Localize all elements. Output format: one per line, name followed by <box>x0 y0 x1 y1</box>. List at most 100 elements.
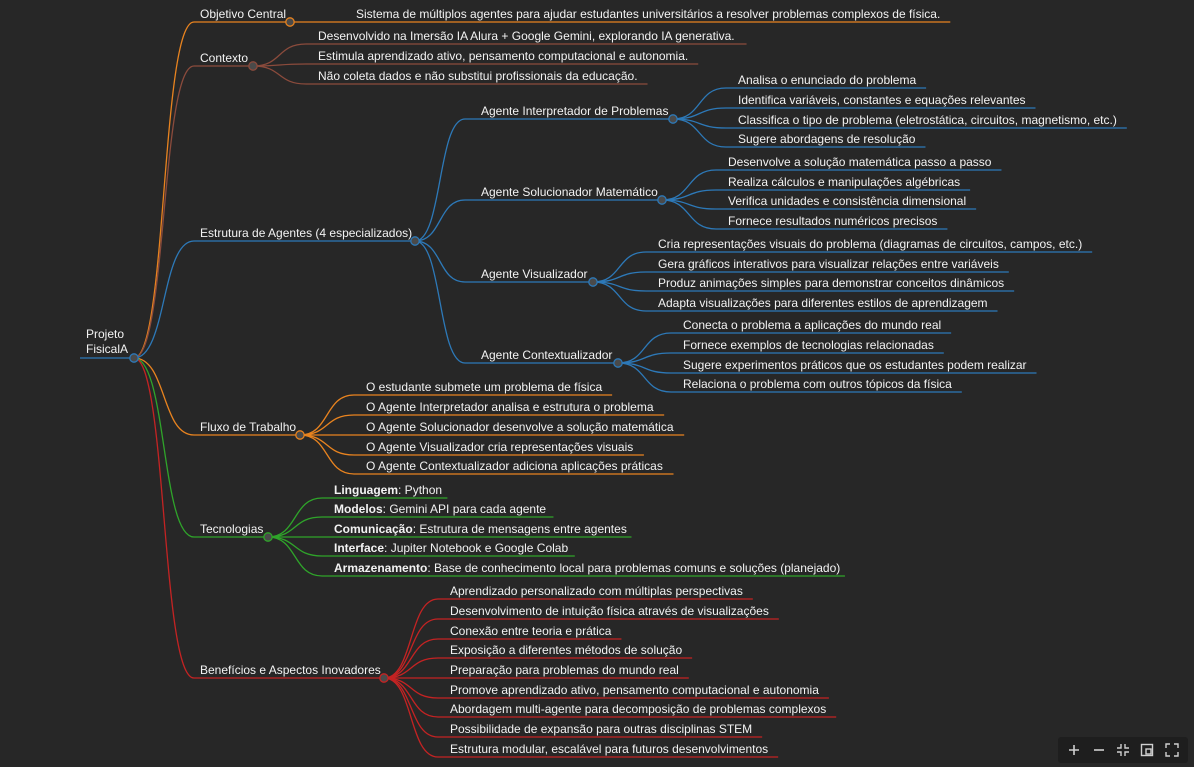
edge-root-objetivo <box>133 21 195 359</box>
agent-0-leaf-0[interactable]: Analisa o enunciado do problema <box>738 73 917 87</box>
branch-tecnologias-knob[interactable] <box>263 532 273 542</box>
tech-value: : Base de conhecimento local para proble… <box>427 561 841 575</box>
branch-contexto-leaf-2[interactable]: Não coleta dados e não substitui profiss… <box>318 69 638 83</box>
branch-contexto-label[interactable]: Contexto <box>200 51 249 65</box>
edge-agent-0-leaf-0 <box>672 87 727 120</box>
agent-0-leaf-2[interactable]: Classifica o tipo de problema (eletrostá… <box>738 113 1117 127</box>
branch-objetivo-knob[interactable] <box>285 17 295 27</box>
edge-agent-1-leaf-3 <box>661 199 717 230</box>
agent-0-label[interactable]: Agente Interpretador de Problemas <box>481 104 669 118</box>
agent-3-label[interactable]: Agente Contextualizador <box>481 348 613 362</box>
branch-objetivo-leaf-0[interactable]: Sistema de múltiplos agentes para ajudar… <box>356 7 941 21</box>
agent-1-knob[interactable] <box>657 195 667 205</box>
zoom-in-button[interactable] <box>1065 741 1083 759</box>
branch-contexto-knob[interactable] <box>248 61 258 71</box>
edge-root-beneficios <box>133 357 195 679</box>
edge-fluxo-leaf-3 <box>299 434 355 456</box>
branch-estrutura-label[interactable]: Estrutura de Agentes (4 especializados) <box>200 226 413 240</box>
agent-1-label[interactable]: Agente Solucionador Matemático <box>481 185 658 199</box>
branch-beneficios-leaf-6[interactable]: Abordagem multi-agente para decomposição… <box>450 702 827 716</box>
edge-agent-2 <box>414 240 466 283</box>
branch-beneficios-leaf-2[interactable]: Conexão entre teoria e prática <box>450 624 612 638</box>
agent-2-knob[interactable] <box>588 277 598 287</box>
tech-key: Armazenamento <box>334 561 428 575</box>
branch-beneficios-leaf-7[interactable]: Possibilidade de expansão para outras di… <box>450 722 753 736</box>
branch-fluxo-leaf-4[interactable]: O Agente Contextualizador adiciona aplic… <box>366 459 663 473</box>
branch-fluxo-leaf-0[interactable]: O estudante submete um problema de físic… <box>366 380 603 394</box>
agent-3-leaf-0[interactable]: Conecta o problema a aplicações do mundo… <box>683 318 942 332</box>
tech-value: : Python <box>398 483 443 497</box>
edge-contexto-leaf-2 <box>252 65 307 85</box>
branch-tecnologias-leaf-1[interactable]: Modelos: Gemini API para cada agente <box>334 502 546 516</box>
agent-0-leaf-3[interactable]: Sugere abordagens de resolução <box>738 132 916 146</box>
agent-3-leaf-2[interactable]: Sugere experimentos práticos que os estu… <box>683 358 1027 372</box>
branch-tecnologias-leaf-0[interactable]: Linguagem: Python <box>334 483 442 497</box>
agent-1-leaf-2[interactable]: Verifica unidades e consistência dimensi… <box>728 194 967 208</box>
branch-tecnologias-leaf-3[interactable]: Interface: Jupiter Notebook e Google Col… <box>334 541 568 555</box>
edge-tecnologias-leaf-1 <box>267 516 323 538</box>
edge-agent-1 <box>414 199 466 242</box>
branch-tecnologias-leaf-2[interactable]: Comunicação: Estrutura de mensagens entr… <box>334 522 627 536</box>
branch-tecnologias-leaf-4[interactable]: Armazenamento: Base de conhecimento loca… <box>334 561 840 575</box>
edge-beneficios-leaf-0 <box>383 598 439 679</box>
branch-beneficios-leaf-0[interactable]: Aprendizado personalizado com múltiplas … <box>450 584 743 598</box>
branch-beneficios-label[interactable]: Benefícios e Aspectos Inovadores <box>200 663 381 677</box>
tech-value: : Gemini API para cada agente <box>382 502 547 516</box>
agent-0-knob[interactable] <box>668 114 678 124</box>
edge-root-fluxo <box>133 357 195 436</box>
root-node-label[interactable]: Projeto FisicalA <box>86 327 129 356</box>
agent-3-knob[interactable] <box>613 358 623 368</box>
agent-1-leaf-1[interactable]: Realiza cálculos e manipulações algébric… <box>728 175 961 189</box>
branch-objetivo-label[interactable]: Objetivo Central <box>200 7 287 21</box>
branch-contexto-leaf-1[interactable]: Estimula aprendizado ativo, pensamento c… <box>318 49 689 63</box>
edge-agent-0 <box>414 118 466 242</box>
agent-3-leaf-1[interactable]: Fornece exemplos de tecnologias relacion… <box>683 338 934 352</box>
branch-contexto-leaf-0[interactable]: Desenvolvido na Imersão IA Alura + Googl… <box>318 29 735 43</box>
agent-2-leaf-1[interactable]: Gera gráficos interativos para visualiza… <box>658 257 999 271</box>
zoom-in-icon <box>1069 745 1080 755</box>
edge-beneficios-leaf-1 <box>383 618 439 679</box>
branch-beneficios-leaf-3[interactable]: Exposição a diferentes métodos de soluçã… <box>450 643 683 657</box>
edge-root-estrutura <box>133 240 195 359</box>
branch-fluxo-leaf-2[interactable]: O Agente Solucionador desenvolve a soluç… <box>366 420 674 434</box>
agent-2-label[interactable]: Agente Visualizador <box>481 267 588 281</box>
recenter-button[interactable] <box>1138 741 1156 759</box>
tech-key: Comunicação <box>334 522 413 536</box>
branch-tecnologias-label[interactable]: Tecnologias <box>200 522 264 536</box>
edge-root-contexto <box>133 65 195 359</box>
branch-beneficios-knob[interactable] <box>379 673 389 683</box>
branch-fluxo-knob[interactable] <box>295 430 305 440</box>
branch-beneficios-leaf-5[interactable]: Promove aprendizado ativo, pensamento co… <box>450 683 819 697</box>
fit-view-button[interactable] <box>1114 741 1132 759</box>
agent-1-leaf-0[interactable]: Desenvolve a solução matemática passo a … <box>728 155 992 169</box>
edge-fluxo-leaf-4 <box>299 434 355 475</box>
edge-agent-0-leaf-1 <box>672 107 727 120</box>
branch-fluxo-leaf-3[interactable]: O Agente Visualizador cria representaçõe… <box>366 440 634 454</box>
branch-fluxo-label[interactable]: Fluxo de Trabalho <box>200 420 297 434</box>
tech-value: : Estrutura de mensagens entre agentes <box>412 522 627 536</box>
tech-value: : Jupiter Notebook e Google Colab <box>384 541 569 555</box>
edge-agent-0-leaf-3 <box>672 118 727 148</box>
branch-estrutura-knob[interactable] <box>410 236 420 246</box>
zoom-out-icon <box>1093 749 1104 751</box>
tech-key: Interface <box>334 541 385 555</box>
fit-view-icon <box>1116 744 1129 756</box>
agent-3-leaf-3[interactable]: Relaciona o problema com outros tópicos … <box>683 377 952 391</box>
agent-2-leaf-3[interactable]: Adapta visualizações para diferentes est… <box>658 296 988 310</box>
edge-beneficios-leaf-7 <box>383 677 439 738</box>
branch-beneficios-leaf-8[interactable]: Estrutura modular, escalável para futuro… <box>450 742 769 756</box>
edge-tecnologias-leaf-3 <box>267 536 323 557</box>
agent-2-leaf-2[interactable]: Produz animações simples para demonstrar… <box>658 276 1005 290</box>
branch-beneficios-leaf-1[interactable]: Desenvolvimento de intuição física atrav… <box>450 604 769 618</box>
branch-beneficios-leaf-4[interactable]: Preparação para problemas do mundo real <box>450 663 679 677</box>
edge-agent-2-leaf-3 <box>592 281 647 312</box>
branch-fluxo-leaf-1[interactable]: O Agente Interpretador analisa e estrutu… <box>366 400 654 414</box>
agent-0-leaf-1[interactable]: Identifica variáveis, constantes e equaç… <box>738 93 1026 107</box>
root-knob[interactable] <box>129 353 139 363</box>
agent-1-leaf-3[interactable]: Fornece resultados numéricos precisos <box>728 214 938 228</box>
zoom-out-button[interactable] <box>1090 741 1108 759</box>
fullscreen-button[interactable] <box>1163 741 1181 759</box>
edge-root-tecnologias <box>133 357 195 538</box>
agent-2-leaf-0[interactable]: Cria representações visuais do problema … <box>658 237 1083 251</box>
